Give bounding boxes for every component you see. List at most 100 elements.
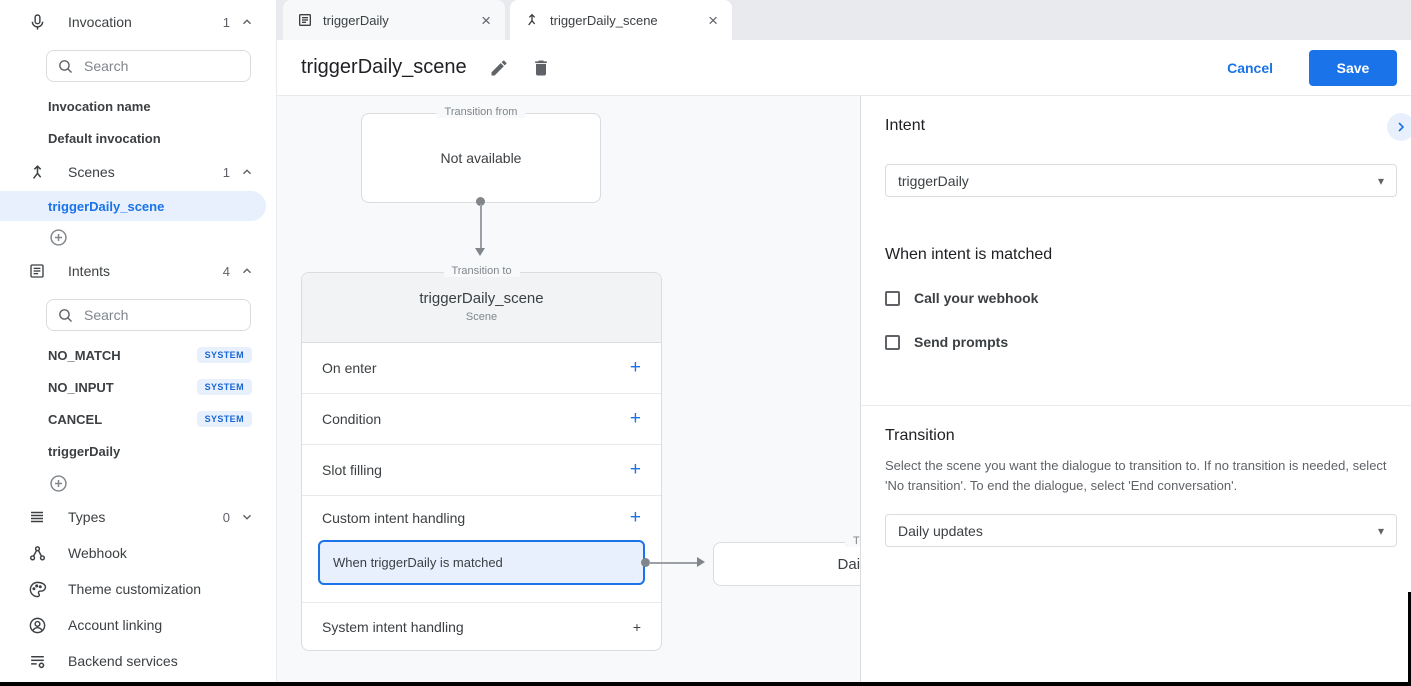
scene-row-condition[interactable]: Condition + <box>302 394 661 445</box>
tab-bar: triggerDaily × triggerDaily_scene × <box>277 0 1411 40</box>
dropdown-caret-icon: ▾ <box>1377 523 1384 538</box>
types-icon <box>27 507 47 527</box>
flow-canvas[interactable]: Transition from Not available Transition… <box>277 96 860 683</box>
sidebar-item-triggerdaily-scene[interactable]: triggerDaily_scene <box>0 191 266 221</box>
intent-config-panel: Intent triggerDaily ▾ When intent is mat… <box>860 96 1411 683</box>
transition-select-value: Daily updates <box>898 522 983 539</box>
system-badge: SYSTEM <box>196 347 252 363</box>
dropdown-caret-icon: ▾ <box>1377 173 1384 188</box>
edit-icon[interactable] <box>489 58 509 78</box>
sidebar-item-default-invocation[interactable]: Default invocation <box>48 130 161 146</box>
page-title: triggerDaily_scene <box>301 56 467 78</box>
save-button[interactable]: Save <box>1309 49 1397 86</box>
scene-card-title: triggerDaily_scene <box>419 290 544 307</box>
system-badge: SYSTEM <box>196 379 252 395</box>
search-input[interactable] <box>84 307 224 323</box>
sidebar-item-webhook[interactable]: Webhook <box>0 537 276 569</box>
add-icon[interactable]: + <box>629 459 641 480</box>
chevron-up-icon[interactable] <box>240 15 254 29</box>
scene-row-system-intent-handling[interactable]: System intent handling + <box>322 618 641 635</box>
tab-triggerdaily-scene[interactable]: triggerDaily_scene × <box>510 0 732 40</box>
sidebar-section-label: Types <box>68 509 106 525</box>
tab-triggerdaily[interactable]: triggerDaily × <box>283 0 505 40</box>
call-your-webhook-checkbox[interactable] <box>885 290 900 306</box>
account-icon <box>27 615 47 635</box>
sidebar-section-label: Intents <box>68 263 111 279</box>
sidebar-section-label: Invocation <box>68 14 132 30</box>
scene-icon <box>27 162 47 182</box>
matched-heading: When intent is matched <box>885 246 1053 263</box>
sidebar-item-cancel-intent[interactable]: CANCEL SYSTEM <box>0 403 276 435</box>
sidebar: Invocation 1 Invocation name Default inv… <box>0 0 277 683</box>
add-icon[interactable]: + <box>629 357 641 378</box>
plus-circle-icon <box>48 227 69 248</box>
connector-dot <box>641 558 650 567</box>
sidebar-item-account-linking[interactable]: Account linking <box>0 609 276 641</box>
intent-select-value: triggerDaily <box>898 172 969 189</box>
microphone-icon <box>27 12 47 32</box>
search-input[interactable] <box>84 58 224 74</box>
arrowhead-down <box>475 248 485 256</box>
target-scene-card[interactable]: Transition to Daily updates <box>713 535 860 586</box>
sidebar-item-backend-services[interactable]: Backend services <box>0 645 276 677</box>
main-area: triggerDaily × triggerDaily_scene × trig… <box>277 0 1411 683</box>
transition-select[interactable]: Daily updates ▾ <box>885 514 1397 547</box>
cancel-button[interactable]: Cancel <box>1227 59 1273 76</box>
tab-label: triggerDaily <box>323 12 389 28</box>
selected-intent-handler[interactable]: When triggerDaily is matched <box>318 540 645 585</box>
add-icon[interactable]: + <box>632 618 641 635</box>
arrowhead-right <box>697 557 705 567</box>
intent-select[interactable]: triggerDaily ▾ <box>885 164 1397 197</box>
section-count: 1 <box>222 164 230 180</box>
transition-from-card[interactable]: Transition from Not available <box>361 106 601 203</box>
add-scene-button[interactable] <box>48 221 276 253</box>
intent-icon <box>27 261 47 281</box>
chevron-down-icon[interactable] <box>240 510 254 524</box>
transition-to-label: Transition to <box>844 535 860 547</box>
scene-row-on-enter[interactable]: On enter + <box>302 343 661 394</box>
add-icon[interactable]: + <box>629 507 641 528</box>
transition-from-content: Not available <box>440 150 522 166</box>
scene-toolbar: triggerDaily_scene Cancel Save <box>277 40 1411 96</box>
scene-row-slot-filling[interactable]: Slot filling + <box>302 445 661 496</box>
transition-description: Select the scene you want the dialogue t… <box>885 458 1387 493</box>
add-icon[interactable]: + <box>629 408 641 429</box>
window-edge <box>1408 592 1411 686</box>
sidebar-item-triggerdaily-intent[interactable]: triggerDaily <box>48 443 121 459</box>
sidebar-section-scenes[interactable]: Scenes 1 <box>0 156 276 188</box>
section-count: 4 <box>222 263 230 279</box>
scene-card-header: triggerDaily_scene Scene <box>302 273 661 343</box>
sidebar-item-no-input[interactable]: NO_INPUT SYSTEM <box>0 371 276 403</box>
webhook-icon <box>27 543 47 563</box>
sidebar-item-theme-customization[interactable]: Theme customization <box>0 573 276 605</box>
scene-card-subtitle: Scene <box>465 311 498 323</box>
connector-line <box>649 562 698 564</box>
intents-search[interactable] <box>46 299 251 331</box>
chevron-up-icon[interactable] <box>240 165 254 179</box>
panel-divider <box>861 405 1411 406</box>
sidebar-section-intents[interactable]: Intents 4 <box>0 255 276 287</box>
collapse-panel-button[interactable] <box>1387 113 1411 141</box>
delete-icon[interactable] <box>531 58 551 78</box>
scene-row-custom-intent-handling: Custom intent handling + When triggerDai… <box>302 496 661 603</box>
webhook-checkbox-row: Call your webhook <box>885 290 1038 306</box>
section-count: 0 <box>222 509 230 525</box>
system-badge: SYSTEM <box>196 411 252 427</box>
sidebar-section-invocation[interactable]: Invocation 1 <box>0 6 276 38</box>
invocation-search[interactable] <box>46 50 251 82</box>
connector-line <box>480 204 482 248</box>
sidebar-item-no-match[interactable]: NO_MATCH SYSTEM <box>0 339 276 371</box>
sidebar-item-invocation-name[interactable]: Invocation name <box>48 98 151 114</box>
send-prompts-checkbox[interactable] <box>885 334 900 350</box>
sidebar-section-label: Scenes <box>68 164 115 180</box>
close-icon[interactable]: × <box>708 10 718 30</box>
scene-card: Transition to triggerDaily_scene Scene O… <box>301 265 662 651</box>
search-icon <box>57 58 74 75</box>
chevron-right-icon <box>1393 119 1409 135</box>
add-intent-button[interactable] <box>48 467 276 499</box>
window-bottom-edge <box>0 682 1411 686</box>
sidebar-section-types[interactable]: Types 0 <box>0 501 276 533</box>
close-icon[interactable]: × <box>481 10 491 30</box>
chevron-up-icon[interactable] <box>240 264 254 278</box>
palette-icon <box>27 579 47 599</box>
